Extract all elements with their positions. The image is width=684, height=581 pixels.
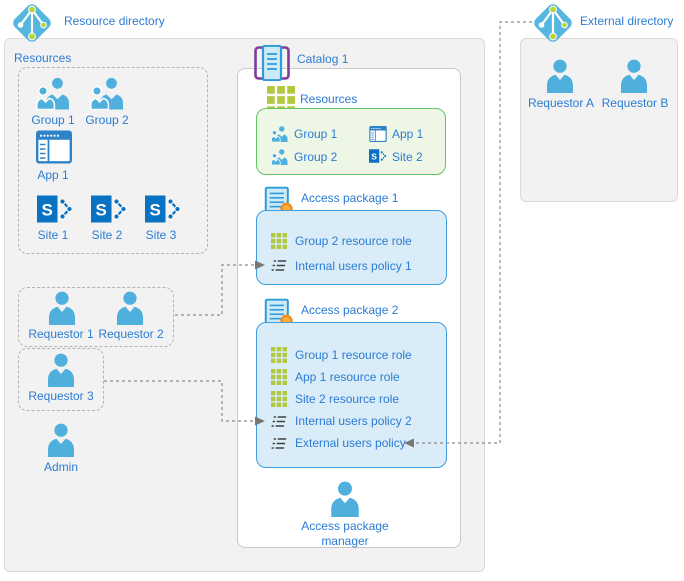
requestor-3-dashed-box (18, 348, 104, 411)
sharepoint-site-icon (369, 148, 387, 164)
group-icon (271, 149, 288, 165)
site-3-label: Site 3 (145, 228, 177, 242)
package-2-row-2: App 1 resource role (295, 370, 400, 384)
package-2-row-5: External users policy (295, 436, 406, 450)
policy-icon (271, 436, 287, 451)
catalog-resource-group-2: Group 2 (294, 150, 338, 164)
requestor-a-label: Requestor A (527, 96, 595, 110)
package-1-row-2: Internal users policy 1 (295, 259, 412, 273)
resource-grid-icon (271, 391, 287, 407)
access-package-2-title: Access package 2 (301, 303, 399, 317)
resource-grid-icon (271, 233, 287, 249)
catalog-resource-site-2: Site 2 (392, 150, 423, 164)
person-icon (329, 481, 361, 517)
resource-directory-title: Resource directory (64, 14, 165, 28)
external-directory-icon (530, 0, 576, 46)
group-2-label: Group 2 (85, 113, 129, 127)
external-directory-title: External directory (580, 14, 674, 28)
site-2-label: Site 2 (91, 228, 123, 242)
admin-label: Admin (43, 460, 78, 474)
person-icon (619, 59, 649, 93)
resource-directory-icon (9, 0, 55, 46)
group-icon (271, 126, 288, 142)
person-icon (545, 59, 575, 93)
requestor-1-label: Requestor 1 (28, 327, 94, 341)
app-icon (369, 126, 387, 142)
requestor-3-label: Requestor 3 (28, 389, 94, 403)
policy-icon (271, 258, 287, 273)
sharepoint-site-icon (145, 194, 181, 224)
policy-icon (271, 414, 287, 429)
access-package-manager-label: Access package manager (301, 519, 389, 548)
resources-section-label: Resources (14, 51, 72, 65)
package-2-row-1: Group 1 resource role (295, 348, 412, 362)
requestor-b-label: Requestor B (601, 96, 669, 110)
resources-dashed-box (18, 67, 208, 254)
group-icon (90, 77, 124, 110)
site-1-label: Site 1 (37, 228, 69, 242)
app-1-label: App 1 (37, 168, 69, 182)
person-icon (46, 423, 76, 457)
catalog-icon (252, 45, 292, 81)
access-package-1-title: Access package 1 (301, 191, 399, 205)
resource-grid-icon (271, 347, 287, 363)
catalog-resource-group-1: Group 1 (294, 127, 338, 141)
requestor-2-label: Requestor 2 (98, 327, 164, 341)
person-icon (46, 353, 76, 387)
sharepoint-site-icon (37, 194, 73, 224)
resource-grid-icon (271, 369, 287, 385)
package-2-row-4: Internal users policy 2 (295, 414, 412, 428)
person-icon (115, 291, 145, 325)
app-icon (36, 130, 72, 164)
requestors-1-2-dashed-box (18, 287, 174, 347)
catalog-title: Catalog 1 (297, 52, 349, 66)
package-1-row-1: Group 2 resource role (295, 234, 412, 248)
sharepoint-site-icon (91, 194, 127, 224)
external-directory-panel (520, 38, 678, 202)
group-1-label: Group 1 (31, 113, 75, 127)
person-icon (47, 291, 77, 325)
catalog-resources-label: Resources (300, 92, 358, 106)
package-2-row-3: Site 2 resource role (295, 392, 400, 406)
catalog-resource-app-1: App 1 (392, 127, 424, 141)
group-icon (36, 77, 70, 110)
